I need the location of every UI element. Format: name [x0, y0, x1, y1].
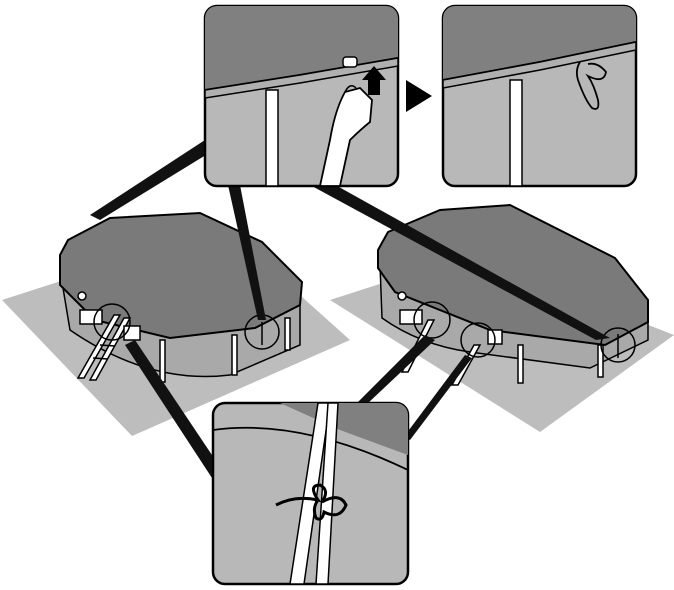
left-pool-inlet	[78, 292, 86, 300]
right-pool	[330, 205, 674, 432]
inset-top-left	[205, 6, 398, 186]
right-pool-skimmer	[400, 310, 422, 324]
inset-top-left-strap	[343, 57, 357, 67]
inset-top-right	[443, 6, 636, 186]
right-pool-inlet	[398, 292, 406, 300]
left-pool-skimmer	[80, 310, 102, 324]
inset-top-left-post	[266, 90, 278, 186]
leader-top-left-a	[90, 140, 214, 220]
right-triangle-arrow-icon	[406, 80, 432, 112]
leader-bottom-right	[403, 355, 472, 440]
inset-top-right-post	[510, 80, 522, 186]
inset-bottom	[213, 403, 408, 584]
